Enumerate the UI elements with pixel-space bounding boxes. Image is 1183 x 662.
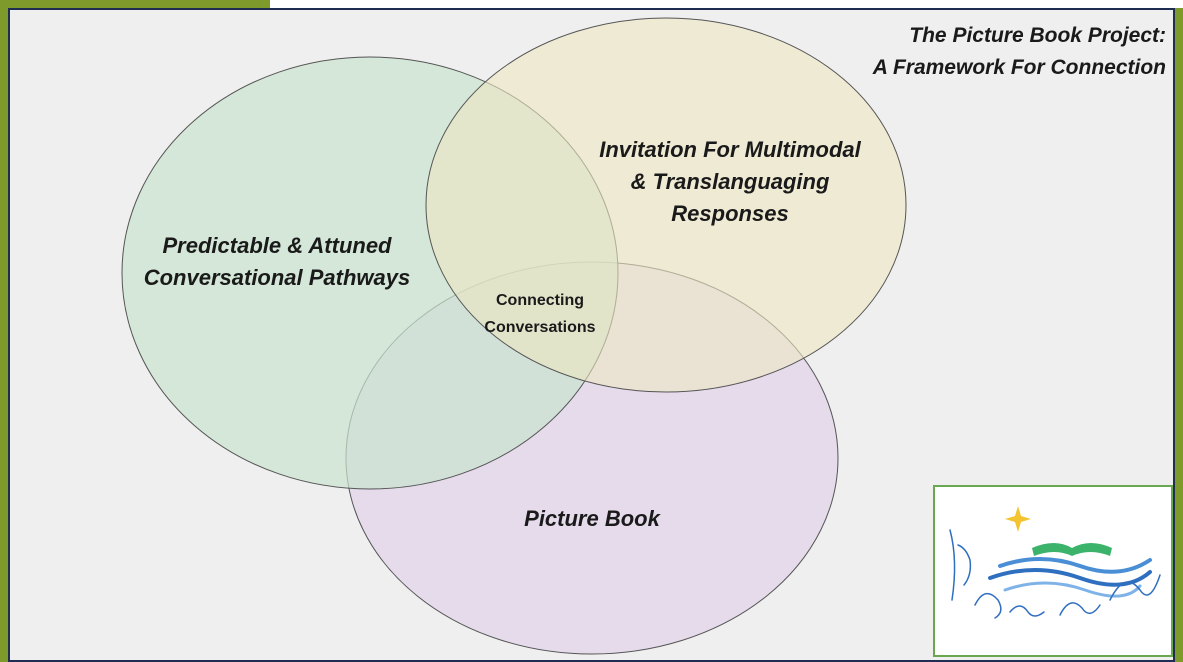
logo bbox=[933, 485, 1173, 657]
star-icon bbox=[1005, 506, 1031, 532]
center-label-line-2: Conversations bbox=[484, 319, 595, 336]
top-edge-strip bbox=[270, 0, 1183, 8]
center-label-line-1: Connecting bbox=[496, 292, 584, 309]
right-circle-label-line-3: Responses bbox=[671, 201, 788, 226]
bottom-circle-label: Picture Book bbox=[524, 506, 661, 531]
right-circle-label-line-2: & Translanguaging bbox=[631, 169, 830, 194]
script-lettering-icon bbox=[949, 529, 1161, 619]
open-book-icon bbox=[1032, 543, 1112, 556]
circle-invitation-multimodal bbox=[425, 17, 907, 393]
left-circle-label-line-1: Predictable & Attuned bbox=[163, 233, 393, 258]
left-circle-label-line-2: Conversational Pathways bbox=[144, 265, 411, 290]
title-line-1: The Picture Book Project: bbox=[909, 24, 1166, 47]
waves-icon bbox=[988, 557, 1152, 598]
right-circle-label-line-1: Invitation For Multimodal bbox=[599, 137, 861, 162]
title-line-2: A Framework For Connection bbox=[872, 56, 1166, 79]
